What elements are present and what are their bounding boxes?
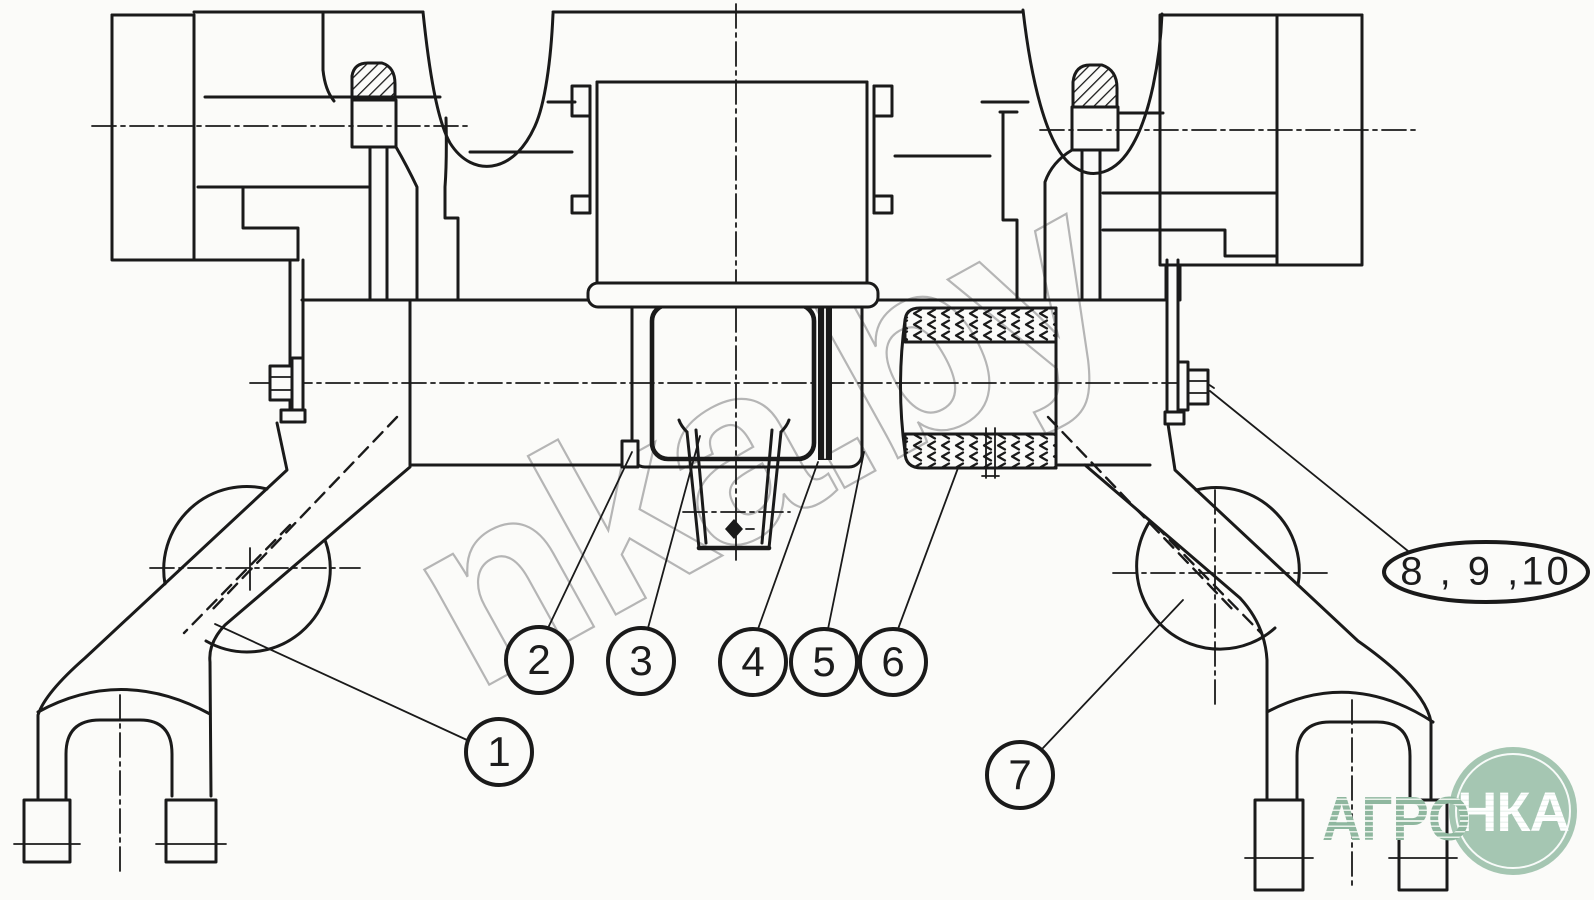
brand-logo-circle: НКА	[1449, 747, 1577, 875]
callout-4: 4	[741, 638, 765, 685]
brand-agro-text: АГРО	[1322, 785, 1471, 854]
callout-1: 1	[487, 728, 511, 775]
right-arm	[1046, 415, 1458, 892]
callout-8-9-10: 8 , 9 ,10	[1400, 549, 1572, 594]
callout-7: 7	[1008, 751, 1032, 798]
brand-logo-ring	[1455, 753, 1571, 869]
leader-lines	[214, 390, 1409, 749]
callout-5: 5	[812, 638, 836, 685]
axle-beam	[249, 258, 1215, 467]
left-arm	[13, 415, 412, 877]
callout-circles	[464, 540, 1590, 810]
pivot-yoke	[677, 418, 791, 551]
callout-2: 2	[527, 636, 551, 683]
pivot-bushing	[586, 281, 1058, 479]
callout-3: 3	[629, 637, 653, 684]
brand-nka-text: НКА	[1456, 779, 1570, 843]
callout-6: 6	[881, 638, 905, 685]
top-housing	[91, 8, 1416, 302]
